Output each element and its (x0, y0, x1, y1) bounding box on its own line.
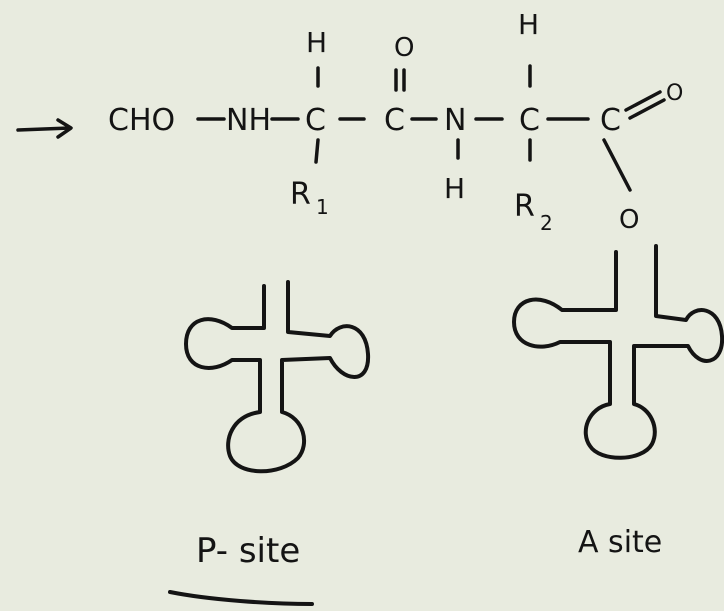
carbonyl-o-label: O (394, 33, 414, 63)
arrow-shaft (16, 126, 72, 132)
bond-c1-r1 (314, 138, 320, 164)
peptide-n-label: N (444, 103, 466, 138)
trna-p-outline (184, 280, 371, 474)
trna-a-site (512, 244, 724, 460)
trna-p-site (184, 280, 371, 474)
alpha-c1-h-label: H (306, 26, 327, 59)
ester-o-double-label: O (666, 81, 683, 106)
alpha-c2-label: C (519, 103, 540, 138)
bond-ester-double (624, 90, 666, 120)
alpha-c2-h-label: H (518, 8, 539, 41)
peptide-n-h-label: H (444, 172, 465, 205)
amide-n1-label: NH (226, 103, 271, 138)
carbonyl-c-label: C (384, 103, 405, 138)
p-site-label: P- site (196, 531, 300, 571)
ester-o-link-label: O (619, 205, 639, 235)
trna-a-outline (512, 244, 724, 460)
alpha-c1-label: C (305, 103, 326, 138)
ester-c-label: C (600, 103, 621, 138)
formyl-label: CHO (108, 103, 175, 138)
p-site-underline (168, 590, 314, 606)
direction-arrow (16, 118, 73, 139)
side-chain-1-label: R (290, 177, 311, 212)
bond-ester-o-link (602, 138, 632, 192)
arrow-head (56, 118, 73, 139)
side-chain-2-label: R (514, 189, 535, 224)
side-chain-1-subscript: 1 (316, 195, 329, 219)
side-chain-2-subscript: 2 (540, 211, 553, 235)
a-site-label: A site (578, 525, 662, 560)
bond-carbonyl-double (394, 68, 406, 92)
